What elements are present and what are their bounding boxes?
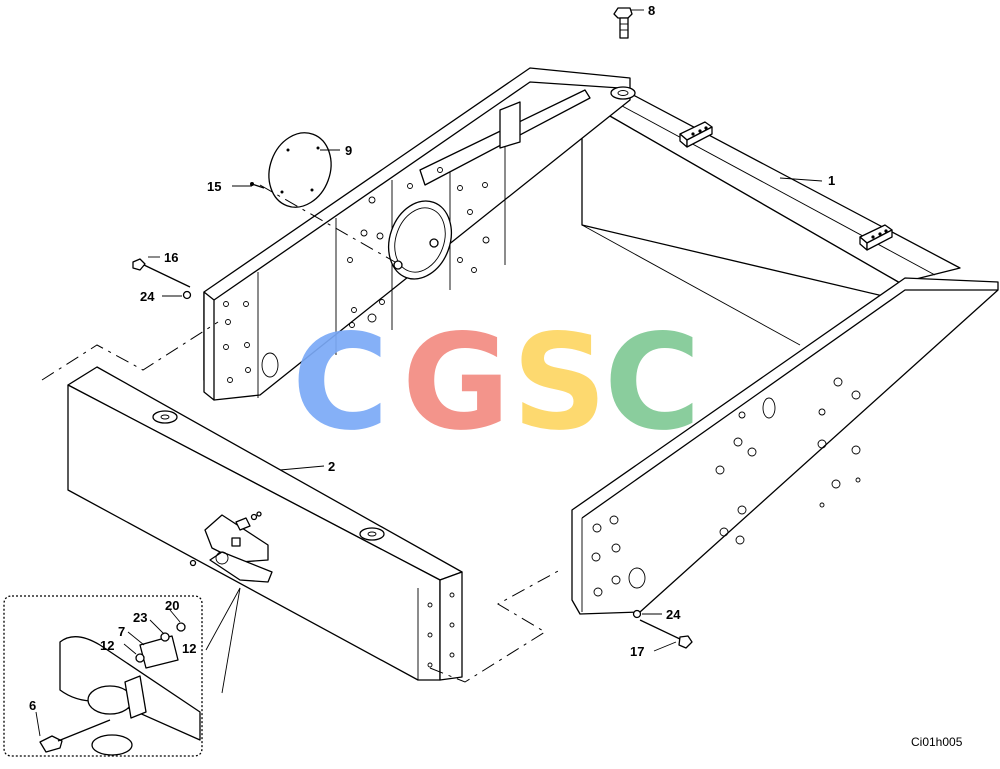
callout-15: 15: [207, 179, 221, 194]
callout-1: 1: [828, 173, 835, 188]
callout-9: 9: [345, 143, 352, 158]
leader-lines: [35, 9, 823, 737]
watermark-logo: C G S C: [292, 306, 701, 460]
small-fasteners: [189, 511, 262, 567]
washer-24a: [182, 290, 192, 300]
detail-inset: [3, 587, 241, 757]
callout-24-upper: 24: [140, 289, 155, 304]
cross-beam-part-2: [67, 366, 463, 681]
callout-12-right: 12: [182, 641, 196, 656]
watermark-letter-c1: C: [292, 306, 389, 460]
callout-7: 7: [118, 624, 125, 639]
bracket-block: [679, 121, 713, 148]
bracket-block: [859, 224, 893, 251]
drawing-code: Ci01h005: [911, 735, 963, 749]
callout-labels: 8 1 9 15 16 24 2 24 17 20 23 7 12 12 6 C…: [29, 3, 963, 749]
callout-24-lower: 24: [666, 607, 681, 622]
callout-6: 6: [29, 698, 36, 713]
callout-12-left: 12: [100, 638, 114, 653]
centre-lines: [41, 184, 561, 683]
bolt-17: [639, 619, 693, 649]
screw-15: [250, 182, 265, 189]
bolt-8: [613, 7, 633, 39]
cover-plate-9: [268, 132, 332, 208]
callout-20: 20: [165, 598, 179, 613]
washer-24b: [632, 609, 642, 619]
watermark-letter-c2: C: [604, 306, 701, 460]
callout-16: 16: [164, 250, 178, 265]
callout-17: 17: [630, 644, 644, 659]
callout-2: 2: [328, 459, 335, 474]
frame-part-1: [203, 67, 999, 615]
bolt-16: [132, 258, 191, 288]
callout-23: 23: [133, 610, 147, 625]
callout-8: 8: [648, 3, 655, 18]
watermark-letter-s: S: [512, 306, 607, 460]
watermark-letter-g: G: [402, 306, 510, 460]
